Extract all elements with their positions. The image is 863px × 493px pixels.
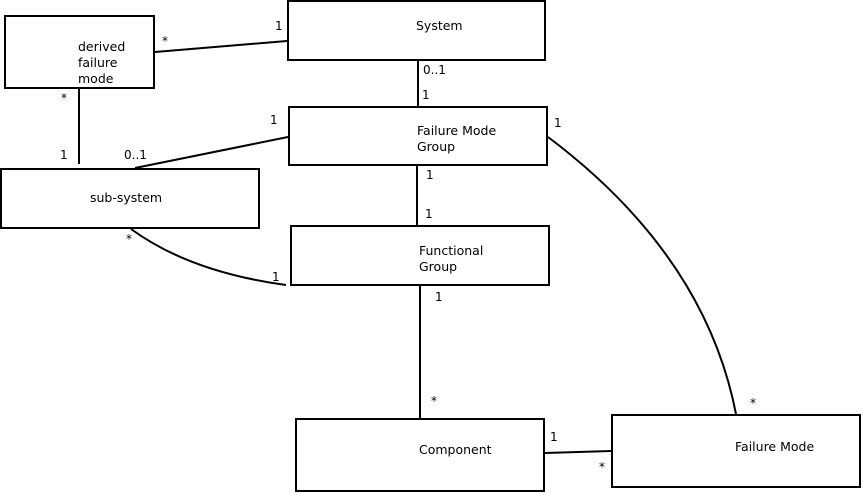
assoc-fmg-failure-mode — [547, 136, 737, 415]
functional-group-label: Functional Group — [419, 243, 484, 274]
multiplicity-label: 1 — [270, 113, 278, 127]
assoc-subsystem-fg — [130, 228, 287, 286]
multiplicity-label: 0..1 — [124, 148, 147, 162]
assoc-component-fm — [544, 450, 612, 454]
multiplicity-label: 1 — [435, 290, 443, 304]
multiplicity-label: * — [61, 91, 67, 105]
derived-failure-mode-label: derived failure mode — [78, 39, 126, 86]
failure-mode-group-box — [288, 106, 548, 166]
multiplicity-label: * — [431, 394, 437, 408]
sub-system-box — [0, 168, 260, 229]
multiplicity-label: 1 — [426, 168, 434, 182]
multiplicity-label: 1 — [272, 270, 280, 284]
assoc-derived-system — [154, 40, 288, 53]
multiplicity-label: * — [126, 232, 132, 246]
component-box — [295, 418, 545, 492]
multiplicity-label: 1 — [275, 19, 283, 33]
multiplicity-label: 1 — [425, 207, 433, 221]
multiplicity-label: 1 — [550, 430, 558, 444]
failure-mode-box — [611, 414, 861, 488]
system-label: System — [416, 18, 463, 33]
functional-group-box — [290, 225, 550, 286]
multiplicity-label: * — [162, 34, 168, 48]
system-box — [287, 0, 546, 61]
assoc-subsystem-fmg — [134, 136, 289, 169]
failure-mode-group-label: Failure Mode Group — [417, 123, 497, 154]
derived-failure-mode-box — [4, 15, 155, 89]
multiplicity-label: 1 — [554, 116, 562, 130]
multiplicity-label: 1 — [60, 148, 68, 162]
multiplicity-label: * — [750, 396, 756, 410]
sub-system-label: sub-system — [90, 190, 163, 205]
failure-mode-label: Failure Mode — [735, 439, 815, 454]
multiplicity-label: 1 — [422, 88, 430, 102]
component-label: Component — [419, 442, 492, 457]
multiplicity-label: * — [599, 460, 605, 474]
multiplicity-label: 0..1 — [423, 63, 446, 77]
